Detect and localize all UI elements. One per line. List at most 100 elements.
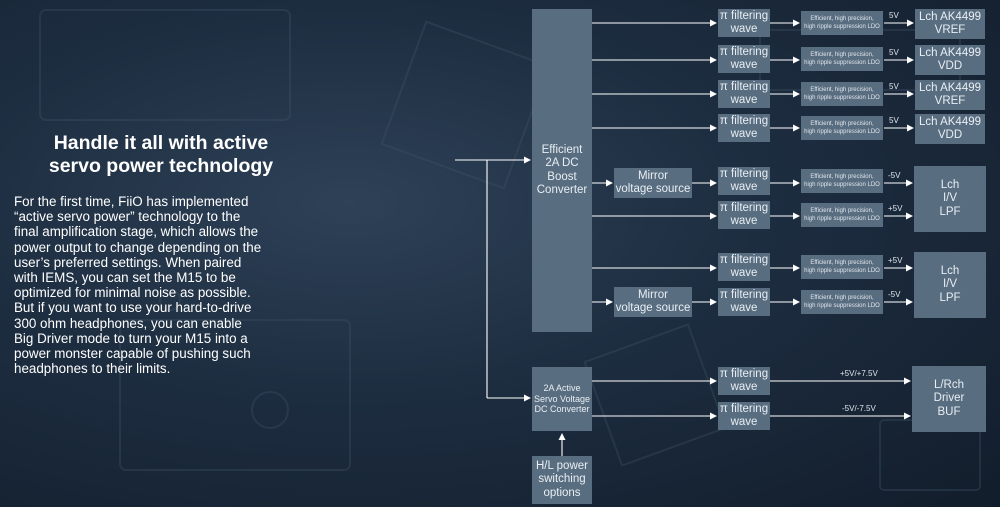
output-label: LPF: [939, 291, 961, 304]
hl-label: options: [543, 486, 581, 499]
body-line: headphones to their limits.: [14, 361, 171, 377]
pi-label: wave: [730, 215, 758, 227]
body-line: 300 ohm headphones, you can enable: [14, 315, 242, 331]
heading-line-1: Handle it all with active: [53, 132, 269, 154]
ldo-label: high ripple suppression LDO: [804, 303, 880, 309]
boost-converter-box: Efficient 2A DC Boost Converter: [532, 9, 592, 332]
ldo-label: high ripple suppression LDO: [804, 95, 880, 101]
output-label: Driver: [933, 392, 965, 405]
pi-label: wave: [730, 381, 758, 393]
pi-label: wave: [730, 267, 758, 279]
output-label: I/V: [942, 192, 958, 205]
pi-label: π filtering: [719, 167, 769, 180]
output-label: VREF: [934, 95, 966, 107]
voltage-label: -5V: [888, 290, 901, 299]
pi-label: π filtering: [719, 201, 769, 214]
output-label: Lch AK4499: [918, 10, 982, 23]
voltage-label: 5V: [889, 116, 899, 125]
output-label: Lch AK4499: [918, 81, 982, 94]
body-line: But if you want to use your hard-to-driv…: [14, 300, 252, 316]
pi-label: π filtering: [719, 402, 769, 415]
ldo-7: Efficient, high precision,high ripple su…: [801, 255, 883, 279]
pi-label: wave: [730, 94, 758, 106]
body-line: optimized for minimal noise as possible.: [14, 285, 251, 301]
mirror-label: voltage source: [615, 183, 691, 195]
body-line: “active servo power” technology to the: [14, 209, 241, 225]
pi-label: wave: [730, 128, 758, 140]
ldo-label: high ripple suppression LDO: [804, 60, 880, 66]
ldo-label: Efficient, high precision,: [810, 51, 874, 58]
mirror-label: Mirror: [637, 288, 668, 301]
output-label: L/Rch: [933, 379, 965, 392]
heading-line-2: servo power technology: [48, 155, 274, 177]
ldo-label: high ripple suppression LDO: [804, 182, 880, 188]
pi-label: wave: [730, 302, 758, 314]
ldo-label: Efficient, high precision,: [810, 294, 874, 301]
pi-label: wave: [730, 181, 758, 193]
ldo-label: high ripple suppression LDO: [804, 129, 880, 135]
boost-label: 2A DC: [545, 157, 579, 170]
ldo-2: Efficient, high precision, high ripple su…: [801, 47, 883, 71]
output-label: VREF: [934, 24, 966, 36]
hl-switch-box: H/L power switching options: [532, 456, 592, 504]
output-label: BUF: [937, 405, 961, 418]
ldo-3: Efficient, high precision,high ripple su…: [801, 82, 883, 106]
ldo-label: Efficient, high precision,: [810, 15, 874, 22]
output-label: Lch AK4499: [918, 115, 982, 128]
pi-label: wave: [730, 416, 758, 428]
mirror-label: Mirror: [637, 169, 668, 182]
output-label: VDD: [937, 129, 963, 141]
ldo-6: Efficient, high precision,high ripple su…: [801, 203, 883, 227]
voltage-label: -5V: [888, 171, 901, 180]
ldo-4: Efficient, high precision,high ripple su…: [801, 116, 883, 140]
voltage-label: +5V: [888, 204, 903, 213]
body-line: For the first time, FiiO has implemented: [14, 194, 249, 209]
pi-label: wave: [730, 59, 758, 71]
boost-label: Boost: [547, 170, 577, 183]
output-label: I/V: [942, 278, 958, 291]
ldo-8: Efficient, high precision, high ripple su…: [801, 290, 883, 314]
ldo-1: Efficient, high precision, high ripple su…: [801, 11, 883, 35]
hl-label: switching: [538, 473, 586, 486]
ldo-label: high ripple suppression LDO: [804, 268, 880, 274]
servo-label: Servo Voltage: [533, 393, 591, 404]
voltage-label: -5V/-7.5V: [842, 404, 876, 413]
body-line: user’s preferred settings. When paired: [14, 254, 242, 270]
output-label: Lch AK4499: [918, 46, 982, 59]
pi-label: π filtering: [719, 45, 769, 58]
servo-label: 2A Active: [543, 383, 581, 394]
ldo-label: high ripple suppression LDO: [804, 216, 880, 222]
ldo-label: high ripple suppression LDO: [804, 24, 880, 30]
output-label: Lch: [940, 265, 960, 278]
output-label: VDD: [937, 60, 963, 72]
output-label: Lch: [940, 179, 960, 192]
pi-label: π filtering: [719, 253, 769, 266]
mirror-label: voltage source: [615, 302, 691, 314]
pi-label: π filtering: [719, 367, 769, 380]
voltage-label: 5V: [889, 82, 899, 91]
servo-converter-box: 2A Active Servo Voltage DC Converter: [532, 367, 592, 431]
output-label: LPF: [939, 205, 961, 218]
pi-label: π filtering: [719, 80, 769, 93]
pi-label: wave: [730, 23, 758, 35]
ldo-label: Efficient, high precision,: [810, 173, 874, 180]
